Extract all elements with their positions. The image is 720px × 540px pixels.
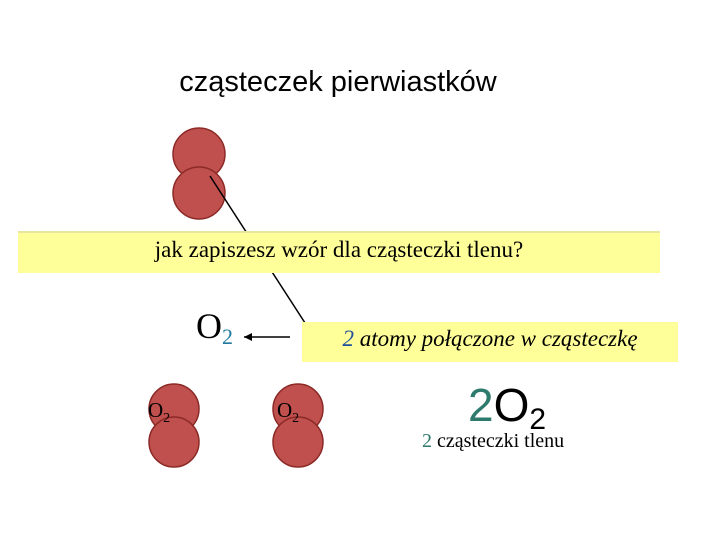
oxygen-atom bbox=[173, 167, 225, 219]
label-index: 2 bbox=[163, 411, 170, 426]
note-text: 2 atomy połączone w cząsteczkę bbox=[302, 326, 678, 352]
formula-coefficient: 2 bbox=[468, 379, 494, 431]
oxygen-molecule-top bbox=[173, 128, 225, 219]
question-box: jak zapiszesz wzór dla cząsteczki tlenu? bbox=[18, 231, 660, 273]
label-symbol: O bbox=[148, 398, 163, 422]
note-number: 2 bbox=[342, 326, 354, 351]
two-oxygen-formula: 2O2 bbox=[468, 378, 546, 437]
caption-text: cząsteczki tlenu bbox=[432, 430, 564, 452]
formula-symbol: O bbox=[494, 379, 530, 431]
label-symbol: O bbox=[277, 398, 292, 422]
formula-symbol: O bbox=[196, 306, 222, 346]
formula-arrow-head bbox=[244, 333, 252, 341]
note-label: atomy połączone w cząsteczkę bbox=[354, 326, 638, 351]
label-index: 2 bbox=[292, 411, 299, 426]
molecule-middle-label: O2 bbox=[277, 398, 299, 427]
molecule-left-label: O2 bbox=[148, 398, 170, 427]
oxygen-formula: O2 bbox=[196, 305, 233, 350]
question-text: jak zapiszesz wzór dla cząsteczki tlenu? bbox=[18, 237, 660, 263]
formula-caption: 2 cząsteczki tlenu bbox=[422, 430, 564, 453]
caption-number: 2 bbox=[422, 430, 432, 452]
formula-index: 2 bbox=[222, 324, 233, 349]
note-box: 2 atomy połączone w cząsteczkę bbox=[302, 322, 678, 362]
